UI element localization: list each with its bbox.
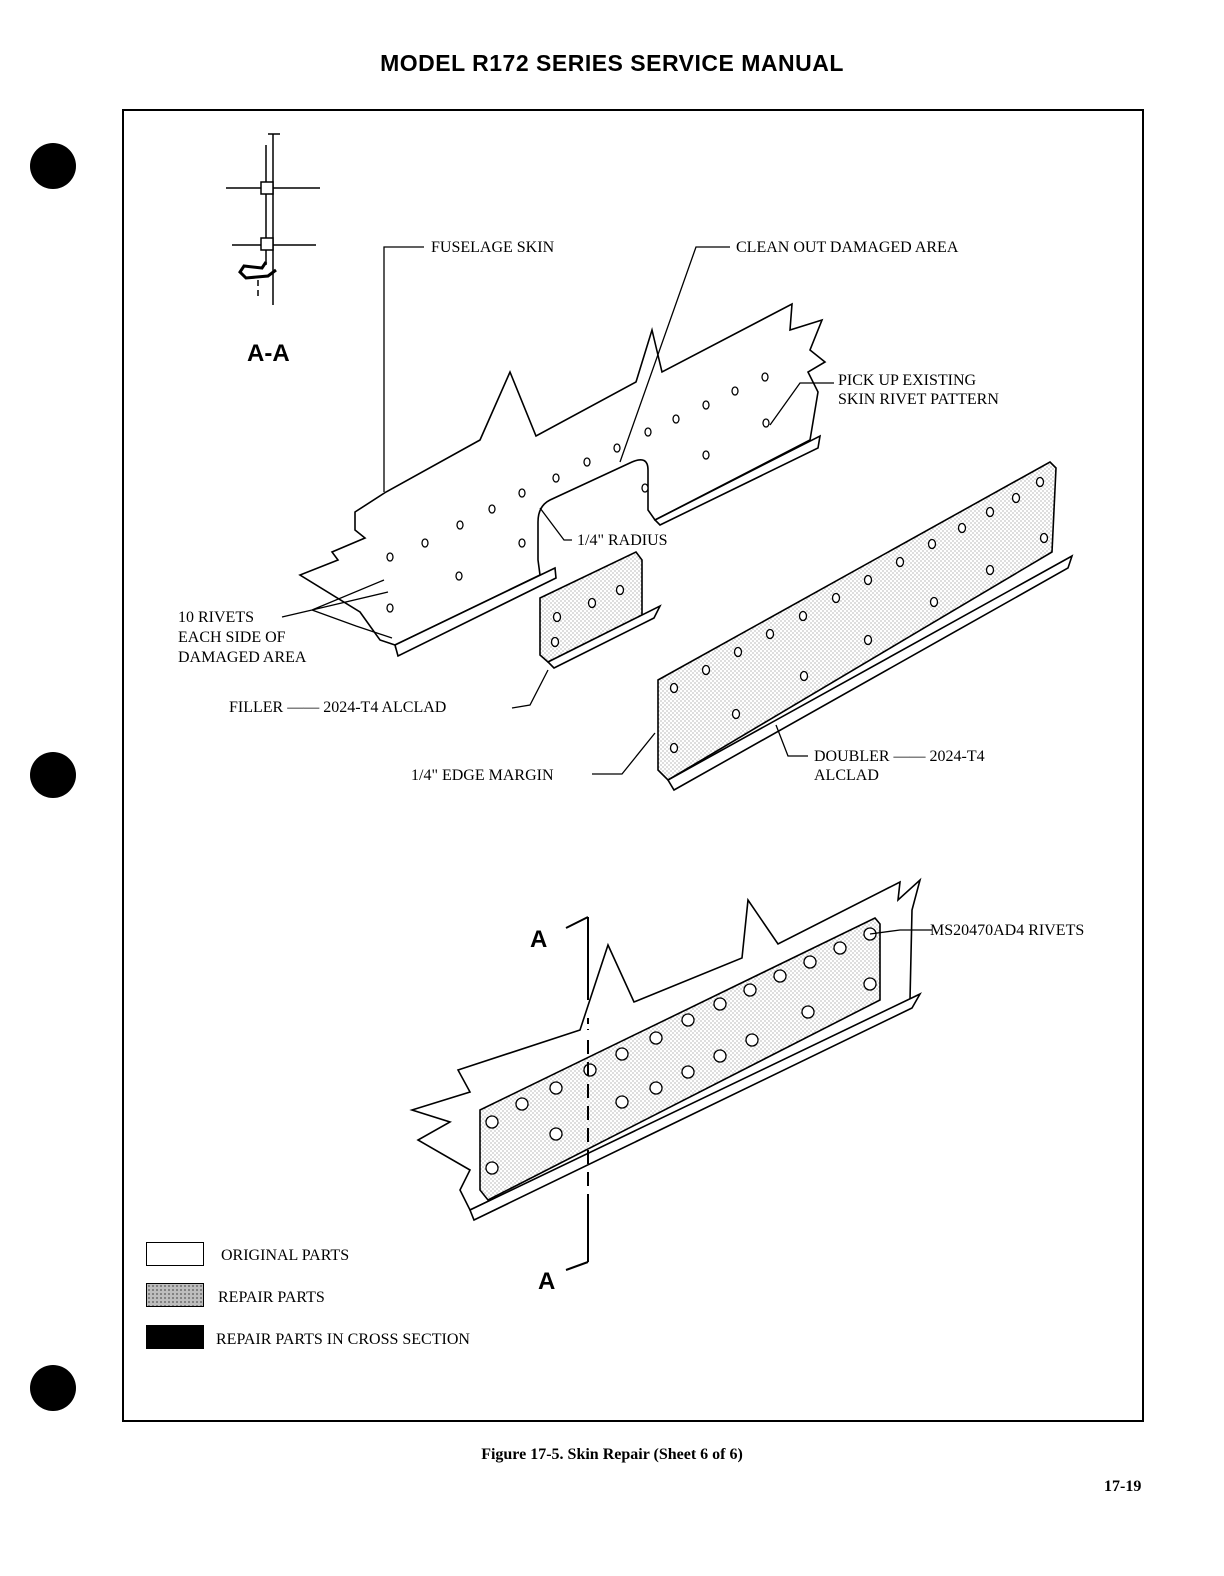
assembled-repair [409,877,922,1222]
legend-swatch-repair [146,1283,204,1307]
installed-rivets [485,927,877,1175]
binder-hole-middle [30,752,76,798]
label-rivets-line2: EACH SIDE OF [178,629,286,646]
binder-hole-top [30,143,76,189]
legend-label-repair: REPAIR PARTS [218,1289,325,1306]
cut-label-a-bottom: A [538,1268,556,1295]
page-number: 17-19 [1104,1478,1142,1495]
legend-label-original: ORIGINAL PARTS [221,1247,350,1264]
label-edge-margin: 1/4" EDGE MARGIN [411,767,554,784]
figure-caption: Figure 17-5. Skin Repair (Sheet 6 of 6) [481,1446,743,1463]
section-cut-line [565,916,589,1271]
label-rivets-line3: DAMAGED AREA [178,649,307,666]
skin-rivet-holes [386,372,770,613]
label-filler: FILLER —— 2024-T4 ALCLAD [229,699,447,716]
label-fuselage-skin: FUSELAGE SKIN [431,239,555,256]
page-header-title: MODEL R172 SERIES SERVICE MANUAL [380,50,844,76]
label-clean-out-damaged-area: CLEAN OUT DAMAGED AREA [736,239,959,256]
label-pick-up-line1: PICK UP EXISTING [838,372,977,389]
label-pick-up-line2: SKIN RIVET PATTERN [838,391,999,408]
repair-rivet-holes [550,476,1049,754]
label-ms-rivets: MS20470AD4 RIVETS [930,922,1085,939]
label-radius: 1/4" RADIUS [577,532,668,549]
doubler-piece [657,461,1074,792]
figure-frame [122,109,1144,1422]
legend-swatch-cross-section [146,1325,204,1349]
cut-label-a-top: A [530,926,548,953]
legend-label-cross-section: REPAIR PARTS IN CROSS SECTION [216,1331,470,1348]
label-doubler-line1: DOUBLER —— 2024-T4 [814,748,985,765]
label-rivets-line1: 10 RIVETS [178,609,254,626]
binder-hole-bottom [30,1365,76,1411]
leader-lines [281,246,932,935]
label-doubler-line2: ALCLAD [814,767,879,784]
legend-swatch-original [146,1242,204,1266]
section-a-a-label: A-A [247,340,290,367]
section-a-a-detail [226,133,320,305]
filler-piece [539,550,662,669]
fuselage-skin-cutout [298,302,827,658]
